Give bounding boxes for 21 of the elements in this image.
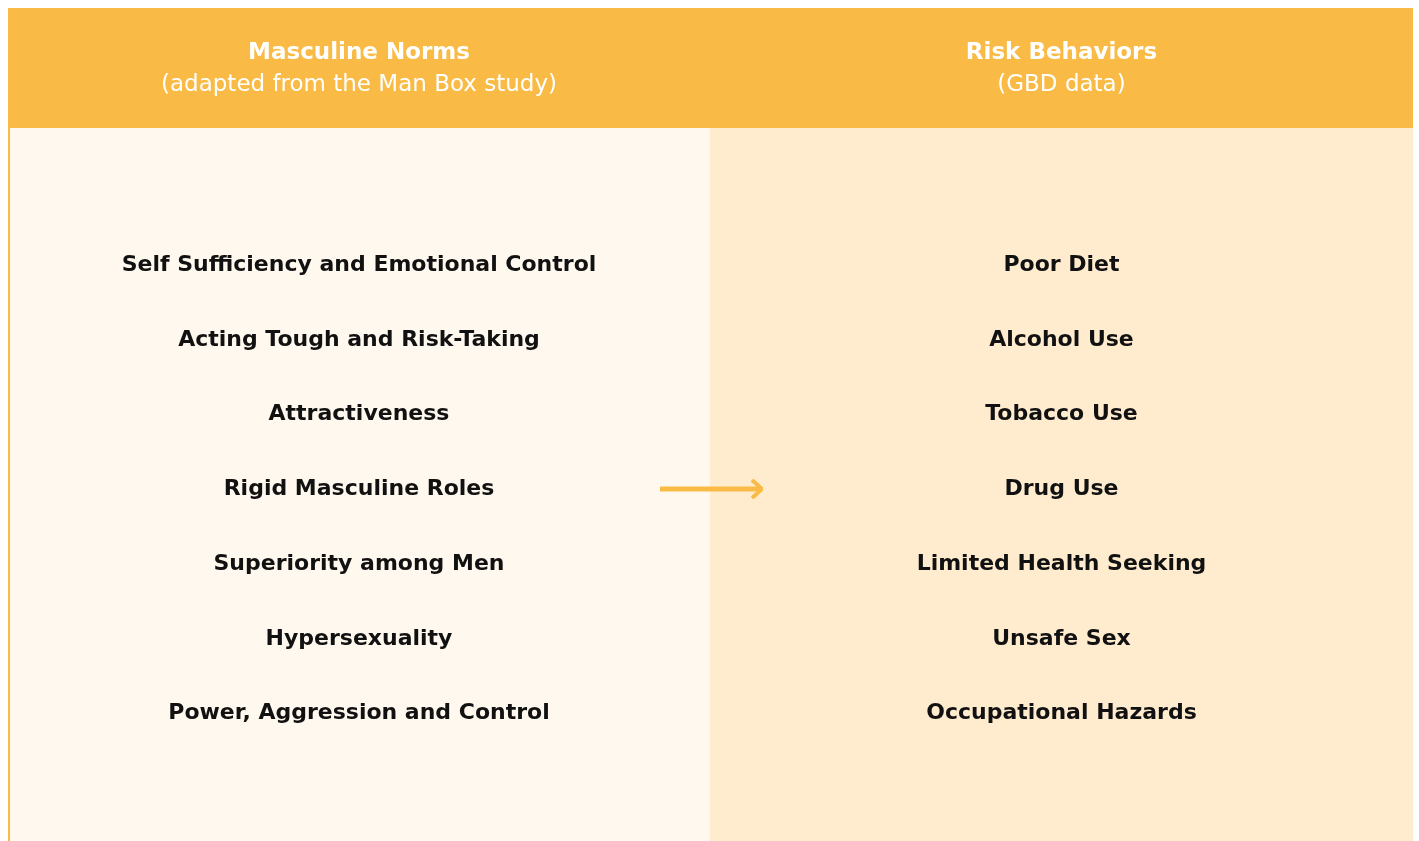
column-subheading: (GBD data) — [997, 70, 1126, 96]
list-item: Power, Aggression and Control — [168, 699, 550, 725]
list-item: Alcohol Use — [989, 325, 1134, 351]
list-item: Drug Use — [1004, 475, 1119, 501]
column-subheading: (adapted from the Man Box study) — [161, 70, 557, 96]
list-item: Poor Diet — [1003, 251, 1120, 276]
list-item: Occupational Hazards — [926, 699, 1197, 725]
arrow — [660, 478, 764, 500]
list-item: Acting Tough and Risk-Taking — [178, 325, 540, 351]
list-item: Self Sufficiency and Emotional Control — [121, 251, 597, 276]
column-heading: Risk Behaviors — [965, 38, 1158, 64]
column-heading: Masculine Norms — [248, 38, 470, 64]
list-item: Limited Health Seeking — [916, 549, 1207, 575]
column-panel — [8, 8, 710, 841]
list-item: Hypersexuality — [265, 624, 453, 650]
list-item: Superiority among Men — [213, 549, 505, 575]
list-item: Tobacco Use — [985, 400, 1138, 426]
list-item: Attractiveness — [268, 400, 450, 426]
list-item: Rigid Masculine Roles — [223, 475, 495, 501]
column-panel — [710, 8, 1413, 841]
list-item: Unsafe Sex — [992, 624, 1131, 650]
